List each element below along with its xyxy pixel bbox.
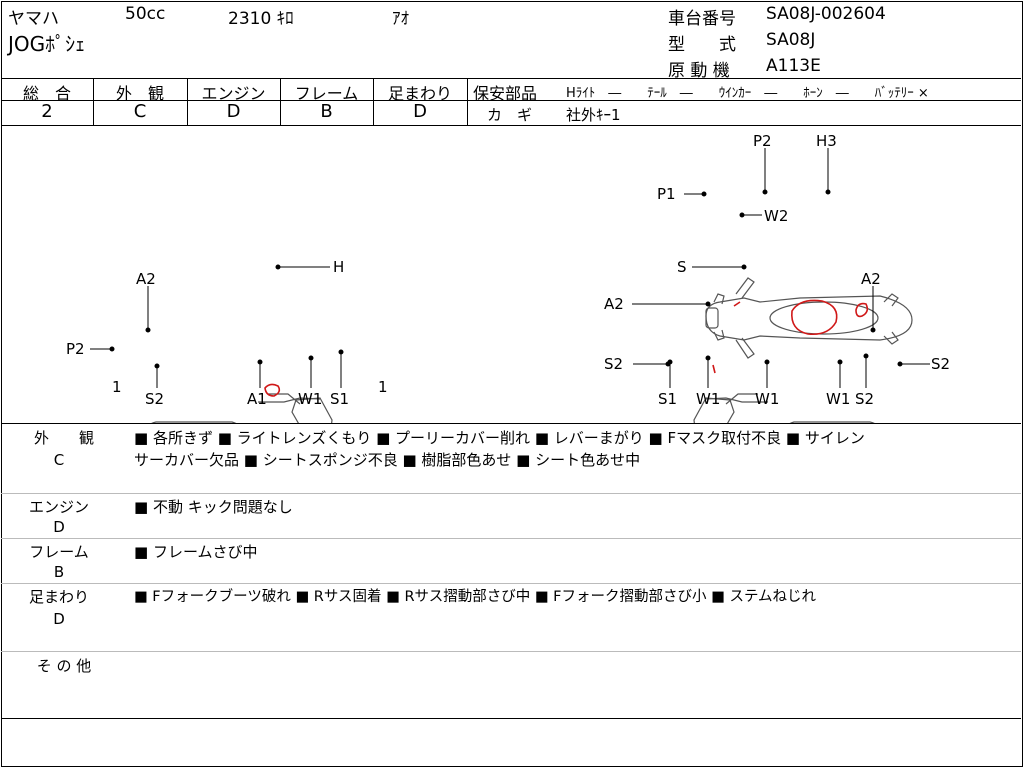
damage-marks [264, 299, 869, 397]
scooter-top-view [705, 277, 913, 359]
maker: ヤマハ [8, 9, 59, 29]
note-line-exterior-2: サーカバー欠品 ■ シートスポンジ不良 ■ 樹脂部色あせ ■ シート色あせ中 [134, 451, 641, 469]
label-p1-top: P1 [657, 185, 676, 203]
label-h-left: H [333, 258, 344, 276]
note-grade-frame: B [53, 563, 65, 581]
note-grade-suspension: D [53, 610, 65, 628]
divider [1, 125, 1021, 126]
note-line-suspension: ■ Fフォークブーツ破れ ■ Rサス固着 ■ Rサス摺動部さび中 ■ Fフォーク… [134, 589, 817, 605]
grade-header-engine: エンジン [201, 84, 266, 103]
label-s2-left: S2 [145, 390, 164, 408]
label-s2-right-front: S2 [604, 355, 623, 373]
label-a1-left: A1 [247, 390, 267, 408]
note-grade-exterior: C [53, 451, 65, 469]
divider [1, 100, 467, 101]
label-a2-left: A2 [136, 270, 156, 288]
key-label: カ ギ [487, 106, 533, 124]
engine-value: A113E [766, 56, 821, 76]
scooter-right-view [693, 393, 875, 423]
grade-header-overall: 総 合 [22, 84, 71, 103]
note-category-engine: エンジン [28, 498, 89, 516]
note-line-exterior-1: ■ 各所きず ■ ライトレンズくもり ■ プーリーカバー削れ ■ レバーまがり … [134, 429, 865, 447]
scooter-diagram: A2 P2 1 S2 A1 W1 S1 1 H S A2 A2 S2 S1 W1… [66, 132, 950, 423]
frame-no-label: 車台番号 [668, 9, 736, 29]
note-grade-engine: D [53, 518, 65, 536]
note-category-other: そ の 他 [36, 657, 92, 675]
type-label: 型 式 [668, 35, 736, 55]
model-name: JOGﾎﾟｼｪ [8, 32, 86, 56]
label-1-left: 1 [112, 378, 122, 396]
displacement: 50cc [125, 4, 166, 24]
label-h3-top: H3 [816, 132, 837, 150]
label-s1-left: S1 [330, 390, 349, 408]
divider [187, 78, 188, 125]
grade-header-exterior: 外 観 [115, 84, 164, 103]
label-s2-right-end: S2 [931, 355, 950, 373]
label-p2-top: P2 [753, 132, 772, 150]
divider [1, 493, 1021, 494]
grade-suspension: D [413, 101, 427, 122]
engine-label: 原 動 機 [668, 61, 730, 81]
label-1-right-wheel: 1 [378, 378, 388, 396]
frame-no: SA08J-002604 [766, 4, 886, 24]
key-value: 社外ｷｰ1 [566, 106, 621, 124]
label-s2-right-rear: S2 [855, 390, 874, 408]
safety-items: Hﾗｲﾄ ― ﾃｰﾙ ― ｳｲﾝｶｰ ― ﾎｰﾝ ― ﾊﾞｯﾃﾘｰ × [566, 86, 929, 101]
divider [1, 423, 1021, 424]
scooter-left-view [151, 393, 333, 423]
grade-engine: D [226, 101, 241, 122]
label-w1-right-rear: W1 [826, 390, 850, 408]
note-category-frame: フレーム [29, 543, 89, 561]
note-line-engine: ■ 不動 キック問題なし [134, 498, 293, 516]
label-w1-right-front: W1 [696, 390, 720, 408]
body-color: ｱｵ [392, 9, 409, 29]
grade-header-suspension: 足まわり [387, 84, 452, 103]
divider [467, 78, 468, 125]
divider [93, 78, 94, 125]
grade-frame: B [320, 101, 333, 122]
label-s-right: S [677, 258, 687, 276]
label-a2-right-front: A2 [604, 295, 624, 313]
label-s1-right: S1 [658, 390, 677, 408]
divider [1, 583, 1021, 584]
label-a2-right-rear: A2 [861, 270, 881, 288]
note-category-suspension: 足まわり [28, 588, 89, 606]
note-category-exterior: 外 観 [33, 429, 94, 447]
divider [1, 651, 1021, 652]
divider [1, 538, 1021, 539]
divider [280, 78, 281, 125]
divider [467, 100, 1021, 101]
safety-title: 保安部品 [473, 84, 538, 103]
type-value: SA08J [766, 30, 816, 50]
label-p2-left: P2 [66, 340, 85, 358]
label-w1-right-mid: W1 [755, 390, 779, 408]
mileage: 2310 ｷﾛ [228, 9, 294, 29]
grade-overall: 2 [41, 101, 53, 122]
grade-header-frame: フレーム [294, 84, 359, 103]
divider [1, 718, 1021, 719]
grade-exterior: C [133, 101, 147, 122]
divider [1, 78, 1021, 79]
note-line-frame: ■ フレームさび中 [134, 543, 258, 561]
label-w1-left: W1 [298, 390, 322, 408]
label-w2-top: W2 [764, 207, 788, 225]
divider [373, 78, 374, 125]
